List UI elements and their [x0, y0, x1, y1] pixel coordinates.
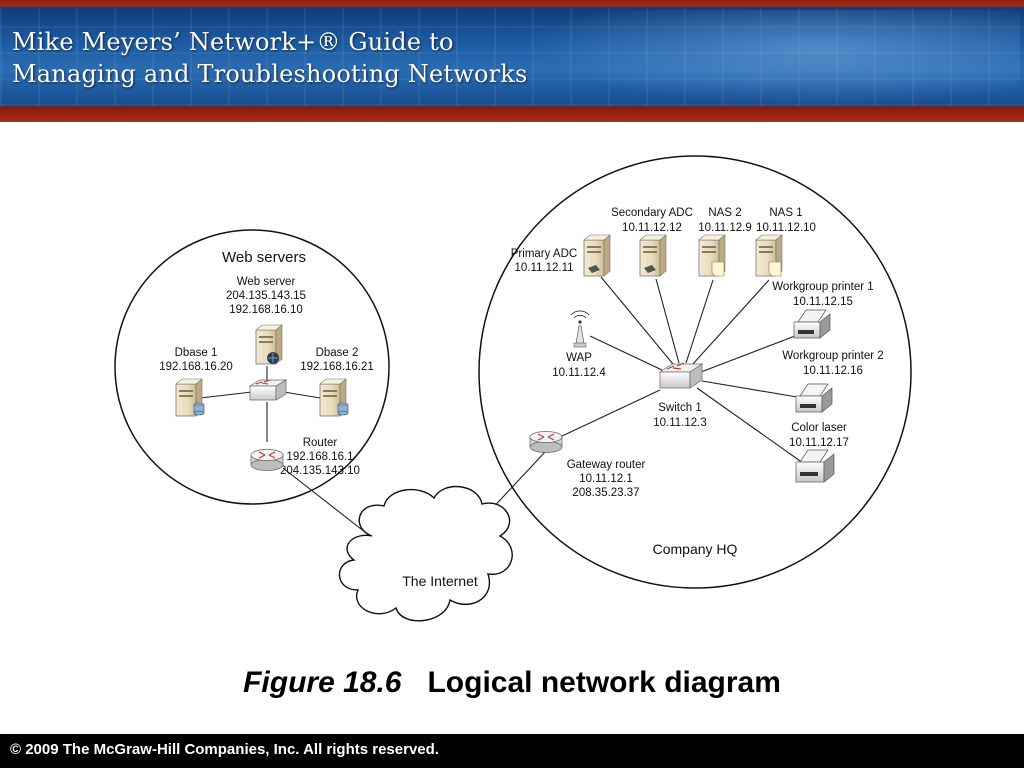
dbase2-name: Dbase 2: [316, 347, 359, 359]
header-banner: Mike Meyers’ Network+® Guide to Managing…: [0, 0, 1024, 122]
banner-background-glow: [520, 10, 1020, 106]
link-wap-switch: [589, 335, 663, 371]
printer1-name: Workgroup printer 1: [772, 281, 873, 293]
link-printer2-switch: [701, 380, 798, 398]
switch1-ip: 10.11.12.3: [653, 417, 707, 429]
web-server-ip1: 204.135.143.15: [226, 290, 306, 302]
link-primary-switch: [600, 276, 674, 365]
color-laser-ip: 10.11.12.17: [789, 437, 849, 449]
nas2-name: NAS 2: [708, 207, 741, 219]
web-server-name: Web server: [237, 276, 296, 288]
figure-number: Figure 18.6: [243, 666, 402, 699]
gateway-router-name: Gateway router: [567, 459, 646, 471]
book-title-line-1: Mike Meyers’ Network+® Guide to: [12, 28, 454, 56]
router-icon: [250, 449, 284, 471]
dbase1-server-icon: [175, 378, 205, 417]
switch1-name: Switch 1: [658, 402, 701, 414]
primary-adc-ip: 10.11.12.11: [514, 262, 573, 274]
dbase1-name: Dbase 1: [175, 347, 218, 359]
gateway-router-icon: [529, 431, 563, 453]
dbase1-ip: 192.168.16.20: [159, 361, 233, 373]
secondary-adc-ip: 10.11.12.12: [622, 222, 682, 234]
copyright-notice: © 2009 The McGraw-Hill Companies, Inc. A…: [10, 741, 439, 758]
web-server-icon: [255, 324, 283, 365]
printer2-name: Workgroup printer 2: [782, 350, 883, 362]
nas1-server-icon: [755, 234, 783, 277]
web-servers-switch-icon: [248, 379, 288, 401]
company-hq-title: Company HQ: [653, 541, 738, 557]
link-printer1-switch: [700, 335, 796, 373]
book-title-line-2: Managing and Troubleshooting Networks: [12, 60, 528, 88]
link-nas1-switch: [691, 279, 770, 366]
switch1-icon: [658, 362, 704, 389]
connection-lines: [199, 276, 804, 537]
web-servers-boundary: [114, 229, 390, 505]
web-server-ip2: 192.168.16.10: [229, 304, 303, 316]
dbase2-ip: 192.168.16.21: [300, 361, 374, 373]
link-router-internet: [282, 467, 371, 537]
color-laser-name: Color laser: [791, 422, 847, 434]
nas2-server-icon: [698, 234, 726, 277]
company-hq-boundary: [478, 155, 912, 589]
footer-bar: © 2009 The McGraw-Hill Companies, Inc. A…: [0, 734, 1024, 768]
printer1-icon: [793, 309, 831, 339]
wap-antenna-icon: [570, 310, 590, 348]
wap-ip: 10.11.12.4: [552, 367, 606, 379]
banner-background-texture: [0, 8, 1024, 106]
network-diagram: The Internet Web servers Web server 204.…: [114, 155, 912, 622]
wap-name: WAP: [566, 352, 592, 364]
dbase2-server-icon: [319, 378, 349, 417]
link-nas2-switch: [685, 279, 714, 364]
link-gateway-switch: [559, 389, 661, 438]
printer2-icon: [795, 383, 833, 413]
nas1-ip: 10.11.12.10: [756, 222, 816, 234]
nas2-ip: 10.11.12.9: [698, 222, 752, 234]
color-laser-printer-icon: [795, 449, 835, 483]
printer1-ip: 10.11.12.15: [793, 296, 853, 308]
link-colorlaser-switch: [696, 387, 804, 464]
gateway-router-ip2: 208.35.23.37: [572, 487, 639, 499]
secondary-adc-server-icon: [639, 234, 667, 277]
printer2-ip: 10.11.12.16: [803, 365, 863, 377]
nas1-name: NAS 1: [769, 207, 802, 219]
web-servers-title: Web servers: [222, 249, 306, 266]
secondary-adc-name: Secondary ADC: [611, 207, 693, 219]
router-name: Router: [303, 437, 338, 449]
internet-cloud: [338, 485, 513, 622]
primary-adc-name: Primary ADC: [511, 248, 577, 260]
router-ip1: 192.168.16.1: [286, 451, 353, 463]
link-secondary-switch: [655, 278, 680, 364]
link-dbase1-switch: [199, 391, 253, 399]
gateway-router-ip1: 10.11.12.1: [579, 473, 633, 485]
primary-adc-server-icon: [583, 234, 611, 277]
link-dbase2-switch: [283, 391, 321, 399]
figure-title: Logical network diagram: [427, 666, 781, 699]
internet-label: The Internet: [402, 573, 478, 589]
figure-caption: Figure 18.6 Logical network diagram: [0, 666, 1024, 700]
router-ip2: 204.135.143.10: [280, 465, 360, 477]
